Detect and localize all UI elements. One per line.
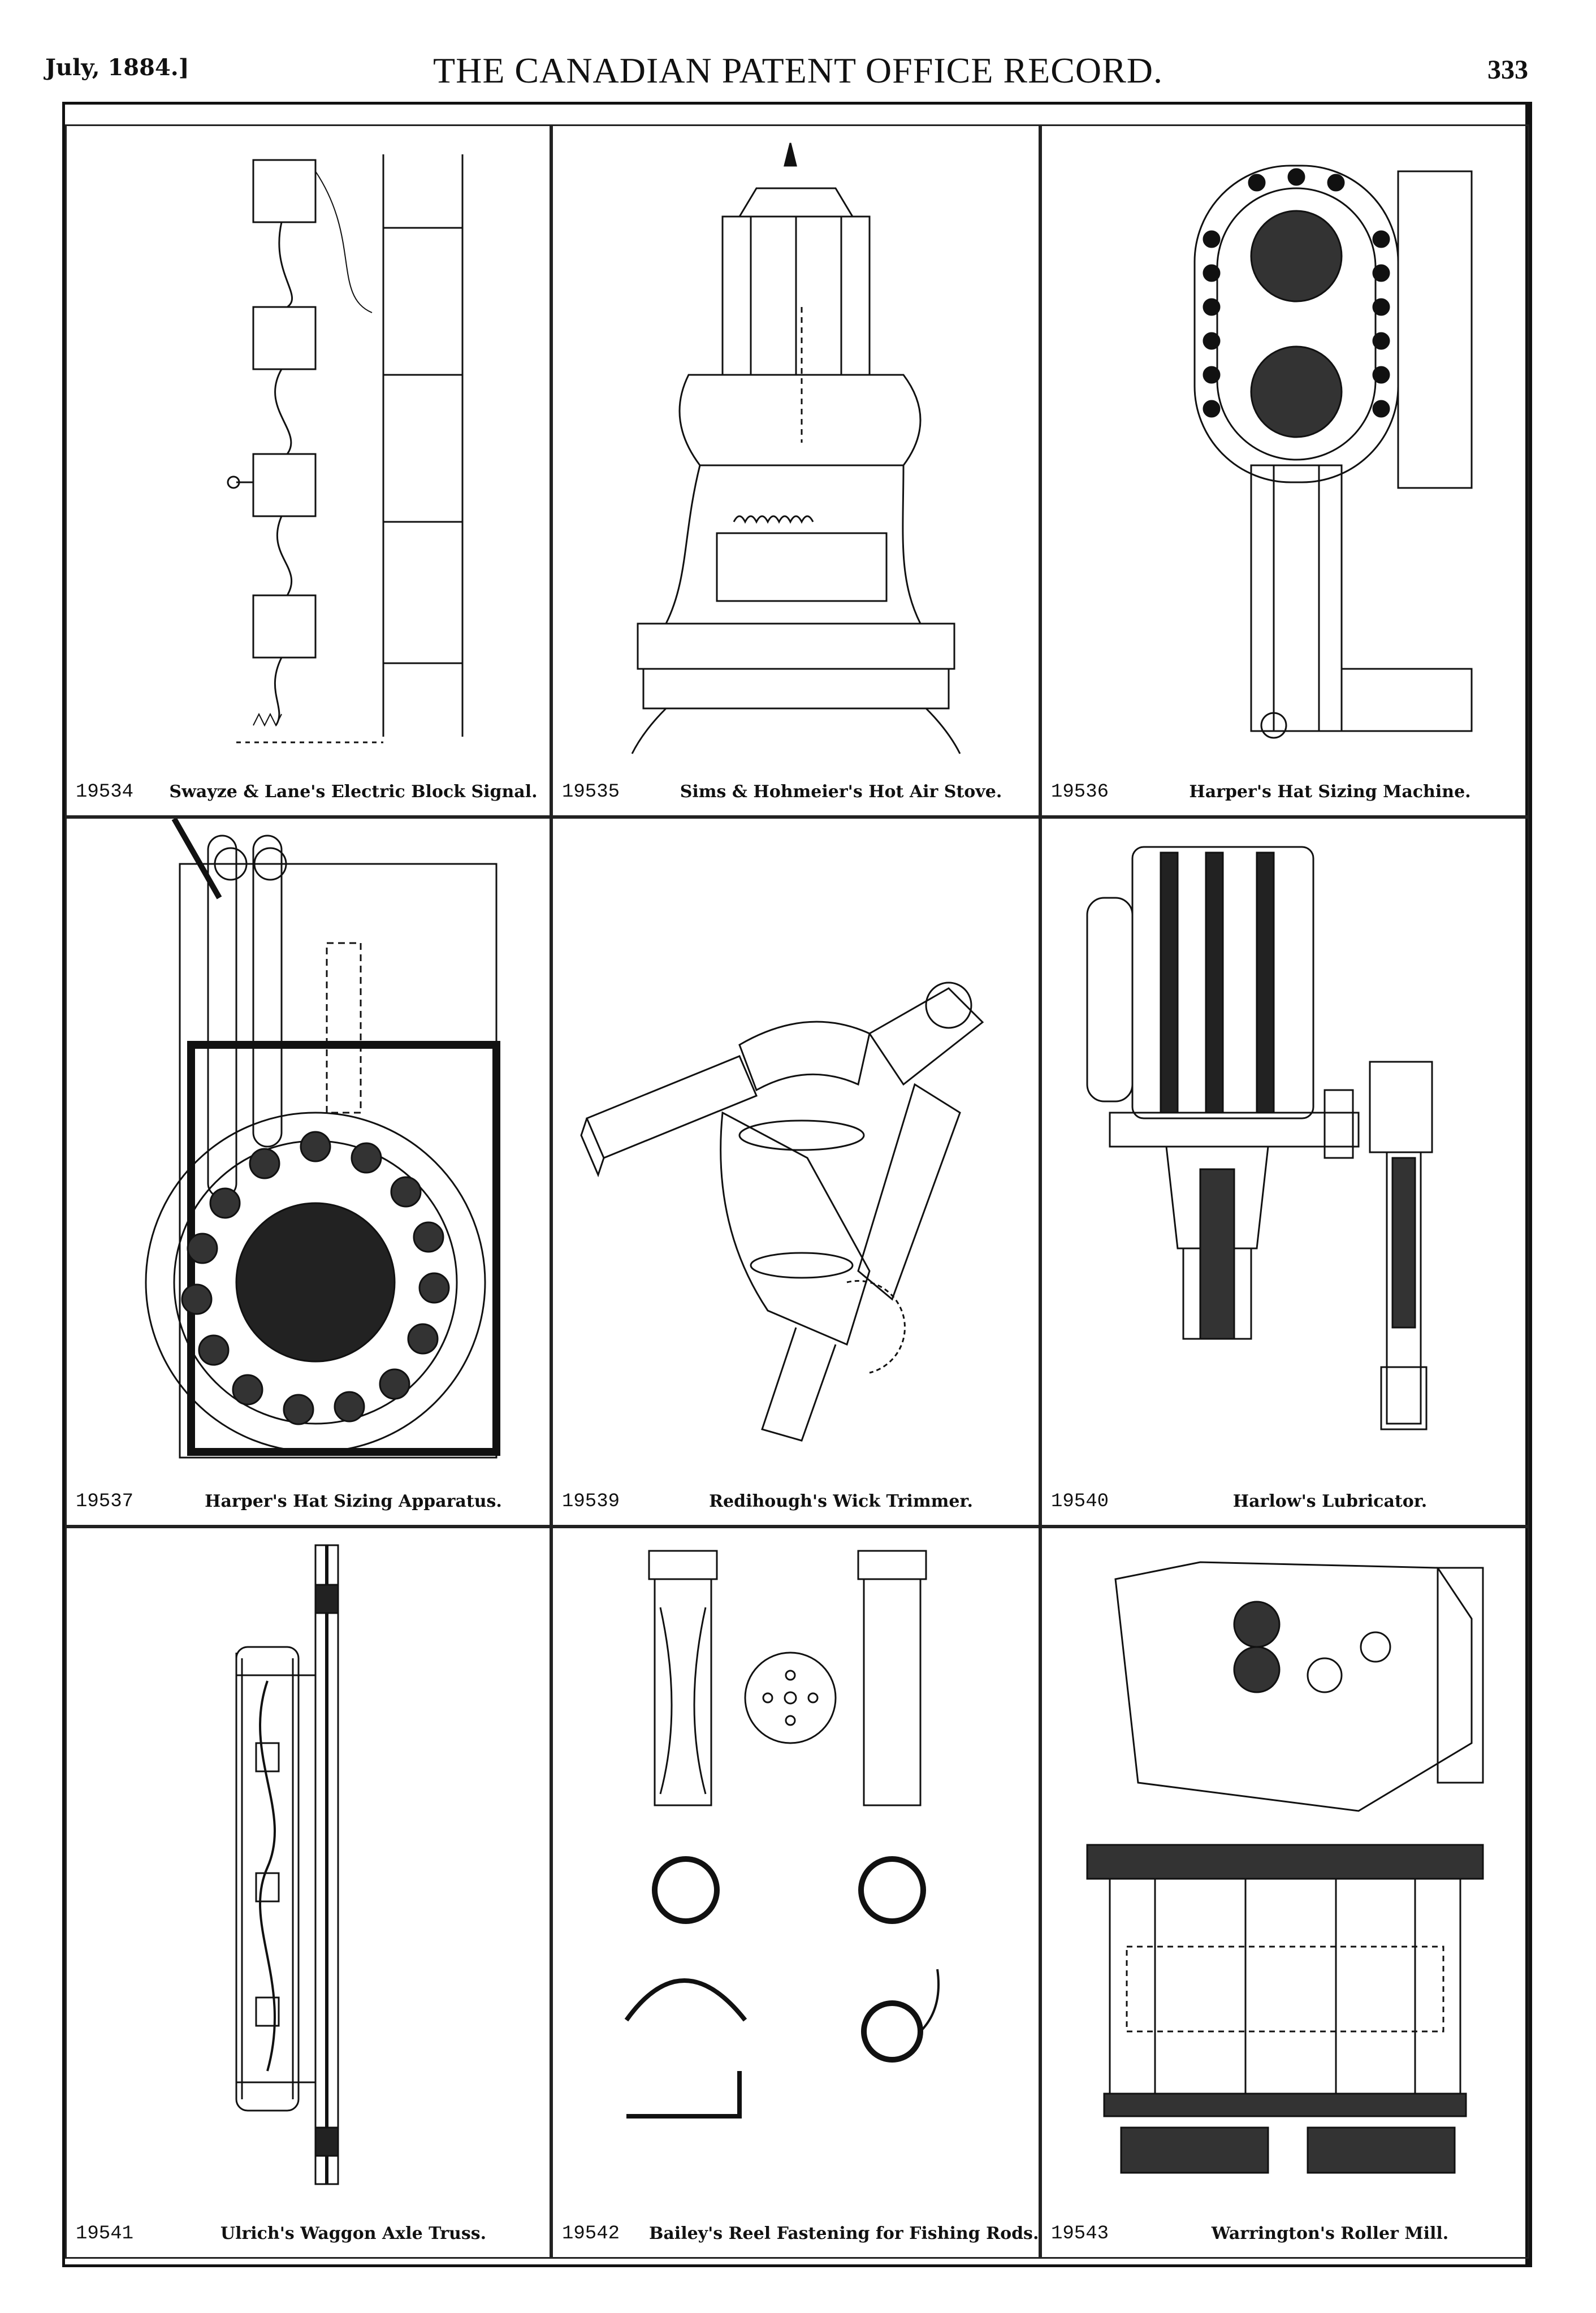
stove-drawing (631, 142, 961, 754)
page-header: July, 1884.] THE CANADIAN PATENT OFFICE … (0, 0, 1596, 113)
patent-cell-19536: 19536 Harper's Hat Sizing Machine. (1040, 124, 1529, 817)
patent-title: Sims & Hohmeier's Hot Air Stove. (680, 782, 1002, 802)
patent-cell-19540: 19540 Harlow's Lubricator. (1040, 817, 1529, 1527)
patent-title: Bailey's Reel Fastening for Fishing Rods… (649, 2224, 1039, 2243)
patent-title: Harper's Hat Sizing Machine. (1189, 782, 1471, 802)
patent-number: 19537 (76, 1491, 134, 1512)
axle-truss-drawing (235, 1544, 339, 2185)
wick-trimmer-drawing (580, 982, 984, 1442)
patent-cell-19542: 19542 Bailey's Reel Fastening for Fishin… (551, 1527, 1040, 2259)
patent-cell-19543: 19543 Warrington's Roller Mill. (1040, 1527, 1529, 2259)
publication-title: THE CANADIAN PATENT OFFICE RECORD. (433, 50, 1163, 90)
patent-number: 19540 (1051, 1491, 1109, 1512)
patent-number: 19536 (1051, 781, 1109, 803)
patent-number: 19543 (1051, 2223, 1109, 2245)
roller-mill-drawing (1086, 1561, 1484, 2174)
patent-title: Ulrich's Waggon Axle Truss. (220, 2224, 487, 2243)
sizing-apparatus-drawing (145, 819, 500, 1459)
patent-number: 19534 (76, 781, 134, 803)
block-signal-drawing (227, 154, 464, 743)
patent-cell-19535: 19535 Sims & Hohmeier's Hot Air Stove. (551, 124, 1040, 817)
patent-number: 19542 (562, 2223, 620, 2245)
reel-fastening-drawing (624, 1550, 940, 2119)
patent-cell-19539: 19539 Redihough's Wick Trimmer. (551, 817, 1040, 1527)
patent-title: Warrington's Roller Mill. (1211, 2224, 1449, 2243)
patent-title: Harlow's Lubricator. (1232, 1491, 1428, 1511)
patent-cell-19534: 19534 Swayze & Lane's Electric Block Sig… (65, 124, 551, 817)
patent-title: Harper's Hat Sizing Apparatus. (205, 1491, 502, 1511)
patent-cell-19541: 19541 Ulrich's Waggon Axle Truss. (65, 1527, 551, 2259)
patent-number: 19541 (76, 2223, 134, 2245)
page-number: 333 (1487, 55, 1528, 85)
patent-cell-19537: 19537 Harper's Hat Sizing Apparatus. (65, 817, 551, 1527)
patent-number: 19535 (562, 781, 620, 803)
patent-number: 19539 (562, 1491, 620, 1512)
sizing-machine-drawing (1193, 165, 1473, 739)
lubricator-drawing (1086, 846, 1433, 1430)
issue-date: July, 1884.] (45, 54, 189, 81)
patent-title: Redihough's Wick Trimmer. (709, 1491, 973, 1511)
patent-title: Swayze & Lane's Electric Block Signal. (169, 782, 538, 802)
